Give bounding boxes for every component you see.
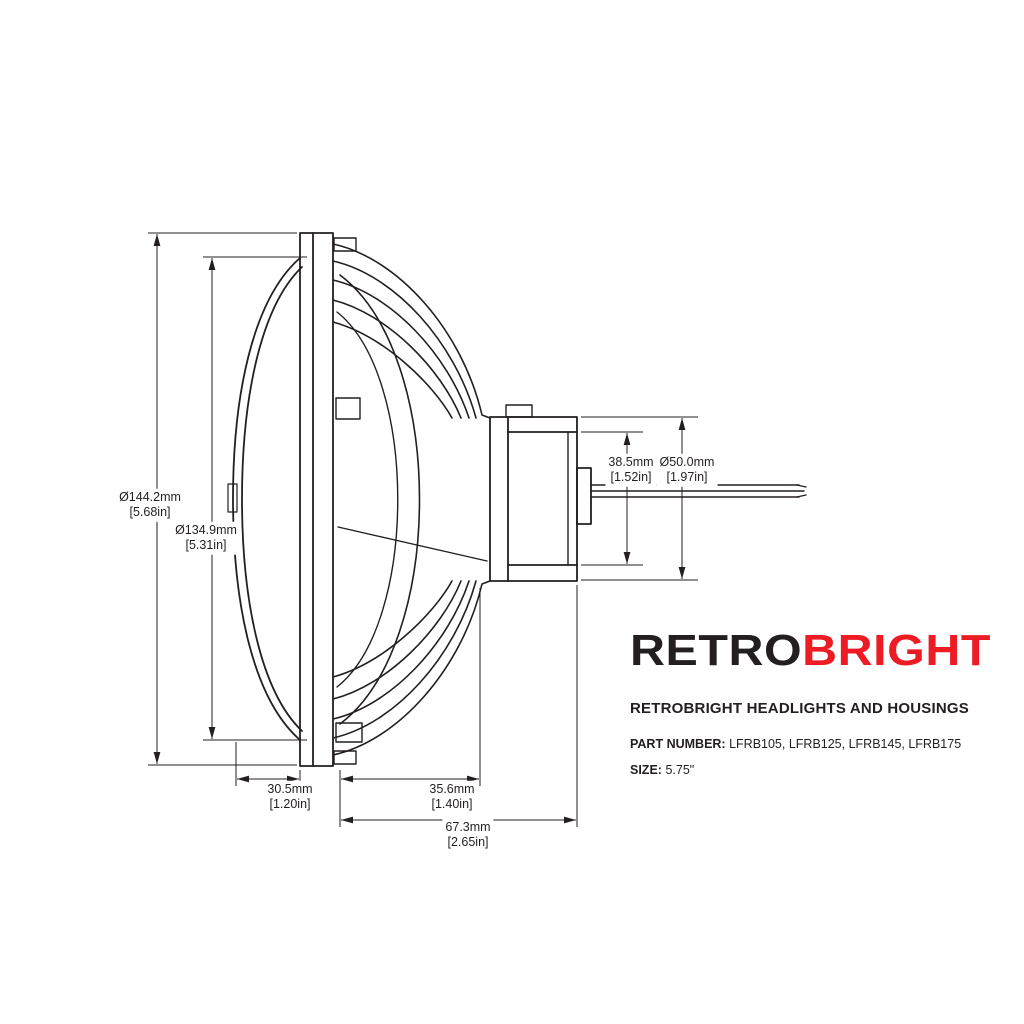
dim-value: Ø144.2mm <box>119 489 181 504</box>
lens-outer-curve <box>232 257 301 741</box>
rear-housing <box>489 416 578 582</box>
dim-label-rear-diameter: Ø50.0mm [1.97in] <box>656 453 718 487</box>
dim-value: Ø50.0mm <box>659 454 715 469</box>
dim-value: 35.6mm <box>429 781 475 796</box>
part-number-values: LFRB105, LFRB125, LFRB145, LFRB175 <box>729 737 962 751</box>
dim-value-in: [1.20in] <box>269 797 311 811</box>
dim-label-connector-height: 38.5mm [1.52in] <box>605 453 657 487</box>
dim-value: Ø134.9mm <box>175 522 237 537</box>
product-info-block: RETROBRIGHT RETROBRIGHT HEADLIGHTS AND H… <box>630 628 990 778</box>
retrobright-logo: RETROBRIGHT <box>630 628 1024 674</box>
dim-label-lens-depth: 30.5mm [1.20in] <box>264 780 316 814</box>
size-row: SIZE: 5.75" <box>630 763 990 777</box>
logo-bright-text: BRIGHT <box>802 626 991 675</box>
dim-label-body-depth: 35.6mm [1.40in] <box>426 780 478 814</box>
size-label: SIZE: <box>630 763 662 777</box>
dim-value-in: [1.97in] <box>666 470 708 484</box>
dimension-lines <box>148 232 698 827</box>
lens-inner-curve <box>241 266 303 732</box>
dim-value-in: [5.68in] <box>129 505 171 519</box>
part-number-label: PART NUMBER: <box>630 737 726 751</box>
dim-value-in: [2.65in] <box>447 835 489 849</box>
dim-value: 38.5mm <box>608 454 654 469</box>
dim-label-overall-depth: 67.3mm [2.65in] <box>442 818 494 852</box>
dim-value-in: [1.52in] <box>610 470 652 484</box>
dim-value: 67.3mm <box>445 819 491 834</box>
dim-value-in: [1.40in] <box>431 797 473 811</box>
clip-upper <box>335 397 361 420</box>
bezel-ring <box>299 232 334 767</box>
dim-value-in: [5.31in] <box>185 538 227 552</box>
rear-tab <box>505 404 533 418</box>
part-number-row: PART NUMBER: LFRB105, LFRB125, LFRB145, … <box>630 737 990 751</box>
connector <box>576 467 592 525</box>
dim-value: 30.5mm <box>267 781 313 796</box>
logo-retro-text: RETRO <box>630 626 803 675</box>
headlight-outline <box>227 232 807 767</box>
size-value: 5.75" <box>665 763 695 777</box>
dim-label-outer-diameter: Ø144.2mm [5.68in] <box>116 488 184 522</box>
dim-label-lens-diameter: Ø134.9mm [5.31in] <box>172 521 240 555</box>
clip-lower <box>335 722 363 743</box>
clip-bottom <box>333 750 357 765</box>
product-title: RETROBRIGHT HEADLIGHTS AND HOUSINGS <box>630 700 969 717</box>
